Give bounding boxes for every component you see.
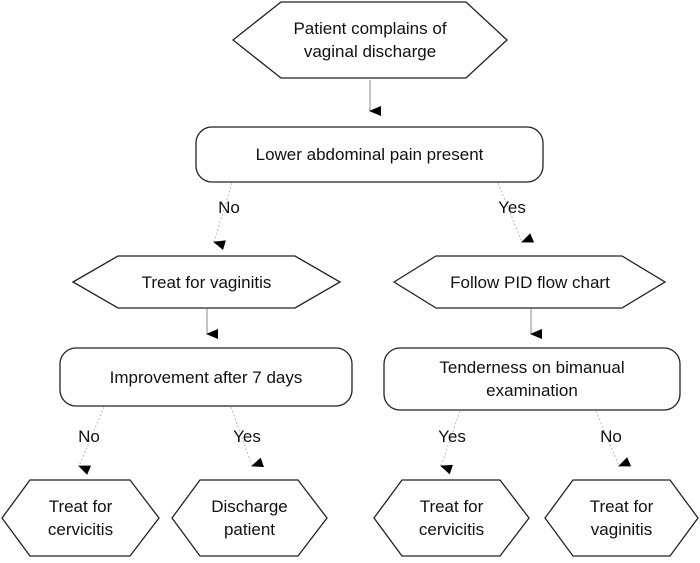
- tenderness-box-shape: [383, 347, 681, 411]
- node-follow-pid-label: Follow PID flow chart: [450, 272, 610, 292]
- node-start: Patient complains of vaginal discharge: [245, 6, 495, 74]
- node-treat-cervicitis-1-label: Treat for cervicitis: [47, 497, 114, 539]
- treat-vaginitis-2-hexagon-shape: [544, 479, 699, 557]
- edge-label-tender-yes: Yes: [438, 427, 466, 446]
- node-start-label: Patient complains of vaginal discharge: [293, 19, 447, 61]
- node-improvement: Improvement after 7 days: [60, 348, 352, 406]
- node-treat-cervicitis-2: Treat for cervicitis: [388, 484, 515, 552]
- node-abdominal-pain: Lower abdominal pain present: [196, 127, 543, 182]
- arrow-tenderness-to-vaginitis: [595, 410, 632, 467]
- node-treat-vaginitis-2-label: Treat for vaginitis: [589, 497, 654, 539]
- node-treat-vaginitis-label: Treat for vaginitis: [141, 272, 272, 292]
- node-improvement-label: Improvement after 7 days: [109, 367, 303, 387]
- follow-pid-hexagon-shape: [392, 255, 667, 309]
- node-discharge-patient-label: Discharge patient: [211, 497, 288, 539]
- edge-label-tender-no: No: [600, 427, 622, 446]
- arrow-pain-to-pid: [497, 182, 535, 243]
- improvement-box-shape: [59, 347, 353, 407]
- node-treat-cervicitis-2-label: Treat for cervicitis: [418, 497, 485, 539]
- start-hexagon-shape: [231, 1, 508, 79]
- arrow-improvement-to-discharge: [230, 406, 265, 468]
- abdominal-pain-box-shape: [195, 126, 544, 183]
- node-tenderness-label: Tenderness on bimanual examination: [439, 358, 625, 400]
- arrow-improvement-to-cervicitis: [78, 406, 105, 475]
- edge-label-pain-yes: Yes: [498, 198, 526, 217]
- node-tenderness: Tenderness on bimanual examination: [384, 348, 680, 410]
- node-treat-vaginitis-2: Treat for vaginitis: [559, 484, 684, 552]
- treat-vaginitis-hexagon-shape: [71, 255, 342, 309]
- node-discharge-patient: Discharge patient: [186, 484, 313, 552]
- node-abdominal-pain-label: Lower abdominal pain present: [255, 145, 484, 164]
- treat-cervicitis-1-hexagon-shape: [1, 479, 160, 557]
- node-follow-pid: Follow PID flow chart: [414, 256, 646, 308]
- node-treat-cervicitis-1: Treat for cervicitis: [16, 484, 145, 552]
- node-treat-vaginitis: Treat for vaginitis: [95, 256, 318, 308]
- edge-label-improve-yes: Yes: [233, 427, 261, 446]
- arrow-tenderness-to-cervicitis: [440, 410, 461, 475]
- edge-label-improve-no: No: [78, 427, 100, 446]
- edge-label-pain-no: No: [218, 198, 240, 217]
- discharge-patient-hexagon-shape: [171, 479, 328, 557]
- treat-cervicitis-2-hexagon-shape: [373, 479, 530, 557]
